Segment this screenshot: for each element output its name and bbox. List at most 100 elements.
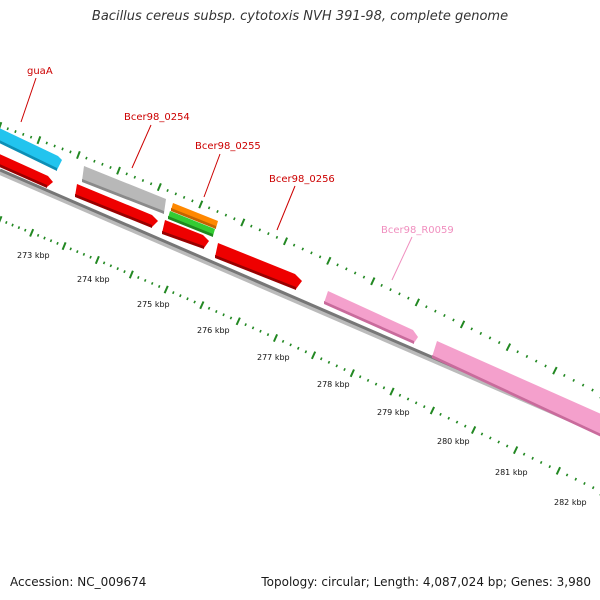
inner-track-tick — [349, 369, 355, 378]
outer-track-tick — [525, 354, 529, 358]
inner-track-tick — [480, 432, 484, 436]
inner-track-tick — [319, 357, 323, 361]
gene-arrow-Bcer98_0255-cds[interactable] — [162, 220, 209, 249]
inner-track-tick — [281, 339, 285, 343]
tick-label-282: 282 kbp — [554, 498, 587, 507]
outer-track-tick — [53, 144, 56, 148]
inner-track-tick — [531, 456, 534, 460]
outer-track-tick — [318, 255, 322, 259]
inner-track-tick — [29, 228, 35, 237]
outer-track-tick — [133, 175, 137, 179]
outer-track-tick — [591, 388, 594, 392]
inner-track-tick — [272, 333, 279, 343]
outer-track-tick — [370, 277, 376, 286]
outer-track-tick — [552, 366, 558, 375]
gene-label-guaA[interactable]: guaA — [27, 66, 53, 77]
inner-track-tick — [429, 406, 436, 415]
outer-track-tick — [398, 292, 401, 296]
outer-track-tick — [6, 127, 9, 131]
inner-track-tick — [163, 285, 169, 294]
outer-track-tick — [336, 263, 339, 267]
outer-track-tick — [282, 237, 289, 246]
outer-track-tick — [174, 192, 178, 196]
leader-Bcer98_0256 — [276, 185, 296, 231]
gene-arrow-Bcer98_R0059[interactable] — [324, 291, 418, 344]
outer-track-tick — [534, 359, 538, 363]
inner-track-tick — [382, 386, 386, 390]
inner-track-tick — [179, 294, 182, 298]
inner-track-tick — [310, 351, 317, 360]
inner-track-tick — [102, 261, 106, 265]
outer-track-tick — [310, 251, 313, 255]
inner-track-tick — [398, 393, 402, 397]
outer-track-tick — [414, 298, 420, 307]
outer-track-tick — [353, 271, 357, 275]
outer-track-tick — [125, 172, 128, 176]
gene-label-Bcer98_0256[interactable]: Bcer98_0256 — [269, 174, 335, 185]
outer-track-tick — [224, 213, 228, 217]
gene-label-Bcer98_R0059[interactable]: Bcer98_R0059 — [381, 225, 454, 236]
leader-Bcer98_0255 — [203, 153, 221, 198]
gene-arrow-Bcer98_0255-green[interactable] — [168, 211, 215, 237]
inner-track-tick — [143, 278, 147, 282]
inner-track-tick — [207, 306, 211, 310]
outer-track-tick — [362, 275, 366, 279]
inner-track-tick — [137, 275, 140, 280]
inner-track-tick — [512, 446, 519, 455]
inner-track-tick — [296, 346, 300, 350]
outer-track-tick — [76, 150, 81, 160]
outer-track-tick — [581, 383, 585, 387]
leader-guaA — [20, 77, 37, 123]
outer-track-tick — [407, 296, 410, 300]
cyan-feature[interactable] — [0, 126, 62, 171]
gene-arrow-guaA[interactable] — [0, 152, 53, 188]
gene-arrow-Bcer98_0254-cds[interactable] — [75, 184, 158, 228]
inner-track-tick — [422, 405, 426, 409]
inner-track-tick — [447, 416, 451, 420]
leader-Bcer98_0254 — [131, 124, 152, 169]
inner-track-tick — [366, 378, 370, 382]
inner-track-tick — [327, 360, 331, 364]
inner-track-tick — [69, 247, 72, 251]
gene-arrow-Bcer98_0256[interactable] — [215, 243, 302, 290]
inner-track-tick — [5, 220, 8, 225]
leader-Bcer98_R0059 — [391, 236, 413, 281]
outer-track-tick — [109, 165, 112, 170]
inner-track-tick — [304, 350, 308, 354]
inner-track-tick — [49, 239, 53, 243]
gene-label-Bcer98_0255[interactable]: Bcer98_0255 — [195, 141, 261, 152]
inner-track-tick — [186, 297, 189, 301]
inner-track-tick — [439, 412, 442, 416]
outer-track-tick — [61, 147, 64, 151]
gene-box-Bcer98_0254[interactable] — [82, 166, 166, 214]
inner-track-tick — [505, 444, 509, 448]
tick-label-274: 274 kbp — [77, 275, 110, 284]
outer-track-tick — [69, 150, 72, 154]
outer-track-tick — [326, 256, 332, 265]
inner-track-tick — [591, 486, 595, 490]
inner-track-tick — [94, 255, 100, 265]
tick-label-273: 273 kbp — [17, 251, 50, 260]
inner-track-tick — [488, 436, 492, 440]
gene-arrow-trna-right[interactable] — [432, 341, 600, 441]
gene-arrow-Bcer98_0255-orange[interactable] — [171, 203, 218, 229]
inner-track-tick — [36, 233, 40, 237]
inner-track-tick — [244, 323, 247, 327]
outer-track-tick — [29, 135, 33, 139]
gene-label-Bcer98_0254[interactable]: Bcer98_0254 — [124, 112, 190, 123]
outer-track-tick — [156, 183, 162, 192]
inner-track-tick — [89, 255, 92, 259]
inner-track-tick — [251, 326, 255, 330]
inner-track-tick — [463, 424, 467, 428]
inner-track-tick — [406, 397, 410, 401]
outer-track-tick — [116, 166, 121, 175]
inner-track-tick — [0, 215, 3, 223]
outer-track-tick — [240, 218, 246, 227]
outer-track-tick — [380, 283, 383, 287]
outer-track-tick — [497, 341, 501, 345]
outer-track-tick — [488, 336, 492, 340]
inner-track-tick — [548, 465, 552, 469]
inner-track-tick — [455, 420, 459, 424]
inner-track-tick — [76, 250, 79, 254]
inner-track-tick — [235, 317, 241, 326]
